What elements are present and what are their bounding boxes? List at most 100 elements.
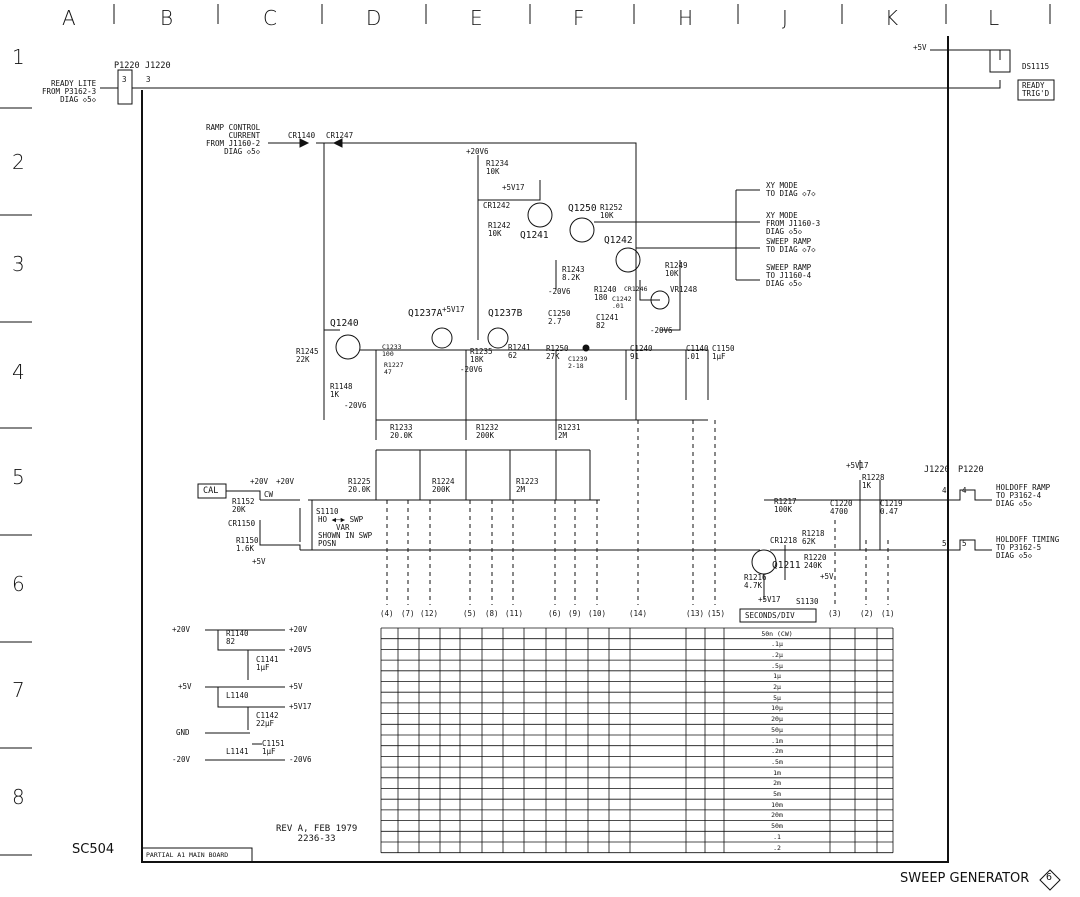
r1250-label: R1250 27K — [546, 344, 569, 361]
ho-swp-label: HO ◀—▶ SWP — [318, 515, 364, 524]
grid-col-c: C — [263, 6, 277, 30]
r1223-label: R1223 2M — [516, 477, 539, 494]
switch-col-header: (13) — [686, 609, 705, 618]
pwr-out-plus5v-label: +5V — [289, 682, 303, 691]
cr1246-label: CR1246 — [624, 285, 648, 293]
r1235-label: R1235 18K — [470, 347, 493, 364]
r1242-label: R1242 10K — [488, 221, 511, 238]
switch-table-row-label: 50n (CW) — [761, 629, 793, 638]
q1241-label: Q1241 — [520, 230, 549, 241]
j1220-b-label: J1220 — [924, 465, 950, 475]
ramp-control-label: RAMP CONTROL CURRENT FROM J1160-2 DIAG ◇… — [206, 123, 261, 156]
var-label: VAR — [336, 523, 350, 532]
switch-col-header: (12) — [420, 609, 439, 618]
sweep-ramp-j-label: SWEEP RAMP TO J1160-4 DIAG ◇5◇ — [766, 263, 812, 288]
c1219-label: C1219 0.47 — [880, 499, 903, 516]
pin5a-label: 5 — [942, 539, 947, 548]
seconds-div-label: SECONDS/DIV — [745, 611, 795, 620]
l1141-label: L1141 — [226, 747, 249, 756]
switch-table-row-label: .1m — [771, 736, 783, 745]
switch-col-header: (2) — [860, 609, 874, 618]
s1130-label: S1130 — [796, 597, 819, 606]
grid-row-5: 5 — [12, 465, 25, 489]
cr1247-label: CR1247 — [326, 131, 354, 140]
switch-table-row-label: 2μ — [773, 683, 781, 691]
r1216-label: R1216 4.7K — [744, 573, 767, 590]
switch-table-row-label: 5m — [773, 790, 781, 798]
c1142-label: C1142 22μF — [256, 711, 279, 728]
cw-label: CW — [264, 490, 274, 499]
plus5v-d-label: +5V — [820, 572, 834, 581]
r1245-label: R1245 22K — [296, 347, 319, 364]
r1218-label: R1218 62K — [802, 529, 825, 546]
ds1115-label: DS1115 — [1022, 62, 1050, 71]
grid-col-l: L — [988, 6, 1000, 30]
switch-table-row-label: 50m — [771, 822, 783, 831]
r1240-label: R1240 180 — [594, 285, 617, 302]
switch-table-row-label: .5μ — [771, 661, 783, 670]
plus5v-top-label: +5V — [913, 43, 927, 52]
cr1150-label: CR1150 — [228, 519, 256, 528]
grid-row-3: 3 — [12, 252, 25, 276]
holdoff-timing-label: HOLDOFF TIMING TO P3162-5 DIAG ◇5◇ — [996, 535, 1060, 560]
switch-col-header: (14) — [629, 609, 648, 618]
cr1140-label: CR1140 — [288, 131, 316, 140]
r1243-label: R1243 8.2K — [562, 265, 585, 282]
minus20v6-d-label: -20V6 — [460, 365, 483, 374]
c1233-label: C1233 100 — [382, 343, 402, 358]
c1240-label: C1240 91 — [630, 344, 653, 361]
c1151-label: C1151 1μF — [262, 739, 285, 756]
r1252-label: R1252 10K — [600, 203, 623, 220]
minus20v6-c-label: -20V6 — [344, 401, 367, 410]
r1152-label: R1152 20K — [232, 497, 255, 514]
ready-trig-label: READY TRIG'D — [1022, 81, 1050, 98]
c1140-label: C1140 .01 — [686, 344, 709, 361]
pwr-minus20v-label: -20V — [172, 755, 191, 764]
rev-label: REV A, FEB 1979 2236-33 — [276, 824, 358, 844]
holdoff-ramp-label: HOLDOFF RAMP TO P3162-4 DIAG ◇5◇ — [996, 483, 1051, 508]
grid-row-6: 6 — [12, 572, 25, 596]
c1220-label: C1220 4700 — [830, 499, 853, 516]
sweep-ramp-diag-label: SWEEP RAMP TO DIAG ◇7◇ — [766, 237, 816, 254]
pin3a-label: 3 — [122, 75, 127, 84]
q1250-label: Q1250 — [568, 203, 597, 214]
grid-row-8: 8 — [12, 785, 25, 809]
r1228-label: R1228 1K — [862, 473, 885, 490]
xy-mode-to-label: XY MODE TO DIAG ◇7◇ — [766, 181, 816, 198]
pin4b-label: 4 — [962, 486, 967, 495]
footer-diag-number: 6 — [1046, 872, 1053, 883]
plus5v17-a-label: +5V17 — [502, 183, 525, 192]
grid-row-7: 7 — [12, 678, 25, 702]
l1140-label: L1140 — [226, 691, 249, 700]
switch-table-row-label: 10μ — [771, 704, 783, 713]
shown-in-label: SHOWN IN SWP POSN — [318, 531, 373, 548]
switch-table-row-label: 10m — [771, 800, 783, 809]
q1237b-label: Q1237B — [488, 308, 523, 319]
switch-col-header: (10) — [588, 609, 607, 618]
grid-col-d: D — [366, 6, 382, 30]
switch-table-row-label: 1m — [773, 768, 781, 777]
sc504-label: SC504 — [72, 842, 115, 857]
pwr-out-plus5v17-label: +5V17 — [289, 702, 312, 711]
p1220-b-label: P1220 — [958, 465, 984, 475]
switch-table-row-label: .1 — [773, 832, 781, 841]
j1220-top-label: J1220 — [145, 61, 171, 71]
c1241-label: C1241 82 — [596, 313, 619, 330]
pwr-out-plus20v5-label: +20V5 — [289, 645, 312, 654]
q1211-label: Q1211 — [772, 560, 801, 571]
grid-row-2: 2 — [12, 150, 25, 174]
pwr-out-plus20v-label: +20V — [289, 625, 308, 634]
switch-col-header: (4) — [380, 609, 394, 618]
grid-col-a: A — [62, 6, 76, 30]
pwr-plus20v-label: +20V — [172, 625, 191, 634]
cr1242-label: CR1242 — [483, 201, 511, 210]
s1110-label: S1110 — [316, 507, 339, 516]
pin4a-label: 4 — [942, 486, 947, 495]
partial-board-label: PARTIAL A1 MAIN BOARD — [146, 851, 229, 859]
switch-table-row-label: .1μ — [771, 640, 783, 649]
plus5v-c-label: +5V — [252, 557, 266, 566]
r1225-label: R1225 20.0K — [348, 477, 371, 494]
plus20v6-label: +20V6 — [466, 147, 489, 156]
